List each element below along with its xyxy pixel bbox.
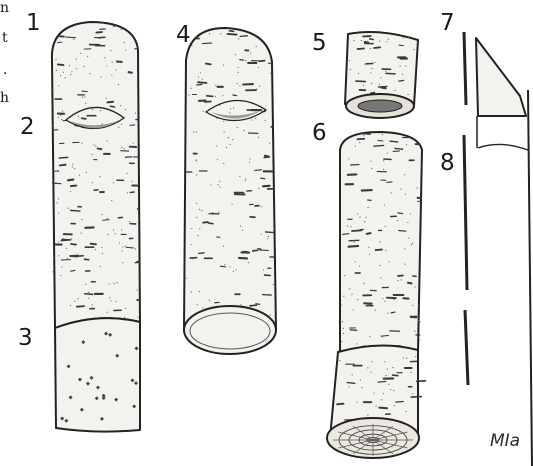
branch-1-bark <box>52 22 140 328</box>
strip-left-7 <box>464 32 466 105</box>
label-1: 1 <box>26 10 41 36</box>
label-8: 8 <box>440 150 455 176</box>
label-2: 2 <box>20 114 35 140</box>
label-6: 6 <box>312 120 327 146</box>
artist-signature: MIa <box>490 431 520 451</box>
strip-left-8b <box>465 310 468 385</box>
caption-fragment-3: . <box>3 62 7 78</box>
side-view-strips <box>464 32 532 466</box>
label-5: 5 <box>312 30 327 56</box>
label-3: 3 <box>18 325 33 351</box>
label-7: 7 <box>440 10 455 36</box>
bark-tube <box>184 28 285 354</box>
notch-8 <box>478 144 528 150</box>
caption-fragment-1: n <box>0 0 9 16</box>
branch-sawn-end <box>327 132 426 458</box>
stripped-wood-3 <box>55 318 140 431</box>
bark-ring <box>345 32 418 118</box>
blade-7 <box>476 38 526 116</box>
caption-fragment-2: t <box>2 30 8 46</box>
strip-left-8 <box>464 135 467 290</box>
strip-right <box>528 90 532 466</box>
caption-fragment-4: h <box>0 90 9 106</box>
branch-stripped-bark <box>51 22 149 432</box>
label-4: 4 <box>176 22 191 48</box>
side-caption: n t . h <box>0 0 9 106</box>
